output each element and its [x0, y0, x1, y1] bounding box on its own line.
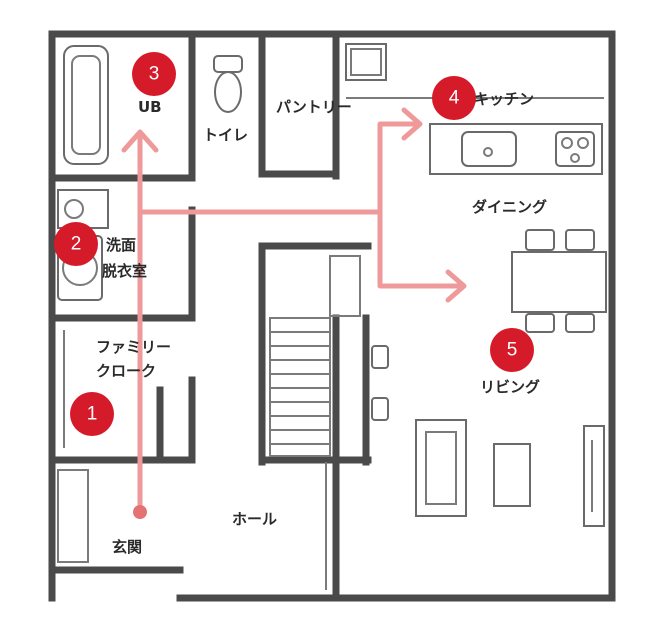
chair-4: [565, 313, 595, 333]
label-living: リビング: [480, 378, 540, 396]
svg-text:5: 5: [507, 340, 518, 361]
burner-3: [570, 153, 580, 163]
toilet-tank: [213, 55, 243, 73]
washbasin-bowl: [64, 199, 84, 219]
svg-text:4: 4: [449, 88, 460, 109]
svg-text:1: 1: [87, 404, 98, 425]
chair-2: [565, 229, 595, 251]
label-toilet: トイレ: [203, 126, 248, 144]
label-kitchen: キッチン: [474, 90, 534, 108]
walls: [48, 30, 616, 602]
sink-drain: [483, 147, 493, 157]
label-washroom-2: 脱衣室: [102, 262, 147, 280]
svg-text:3: 3: [149, 64, 160, 85]
pantry-shelf-inner: [350, 48, 382, 76]
route-to-kitchen: [377, 121, 421, 215]
marker-3: 3: [132, 52, 176, 96]
bathtub-inner: [71, 55, 101, 155]
stool-1: [371, 345, 389, 369]
burner-2: [577, 137, 589, 149]
burner-1: [561, 137, 573, 149]
svg-text:2: 2: [71, 234, 82, 255]
label-washroom-1: 洗面: [106, 236, 136, 254]
label-closet-1: ファミリー: [96, 338, 171, 356]
sofa: [415, 419, 467, 517]
bathtub: [63, 45, 109, 165]
sofa-seat: [425, 431, 457, 505]
route-arrowhead-living: [445, 269, 467, 303]
label-hall: ホール: [232, 510, 277, 528]
label-ub: UB: [138, 98, 162, 116]
route-to-living: [377, 209, 465, 289]
label-closet-2: クローク: [96, 362, 156, 380]
label-entrance: 玄関: [112, 538, 142, 556]
route-start-dot: [133, 505, 147, 519]
dining-table: [511, 251, 607, 313]
chair-3: [525, 313, 555, 333]
label-pantry: パントリー: [276, 98, 352, 116]
staircase: [269, 255, 361, 457]
route-lines: [121, 107, 467, 519]
tv-board: [583, 425, 605, 527]
marker-4: 4: [432, 76, 476, 120]
label-dining: ダイニング: [472, 198, 547, 216]
living-low-table: [493, 443, 531, 507]
stove: [555, 131, 595, 167]
chair-1: [525, 229, 555, 251]
room-labels: UB トイレ パントリー キッチン ダイニング 洗面 脱衣室 ファミリー クロー…: [96, 90, 547, 556]
toilet-bowl: [214, 71, 242, 113]
entrance-shoe-box: [57, 469, 89, 563]
marker-5: 5: [490, 328, 534, 372]
marker-1: 1: [70, 392, 114, 436]
fixtures: [57, 43, 607, 590]
route-arrowhead-kitchen: [401, 107, 423, 141]
marker-2: 2: [54, 222, 98, 266]
route-arrowhead-up: [121, 129, 159, 153]
stool-2: [371, 397, 389, 421]
